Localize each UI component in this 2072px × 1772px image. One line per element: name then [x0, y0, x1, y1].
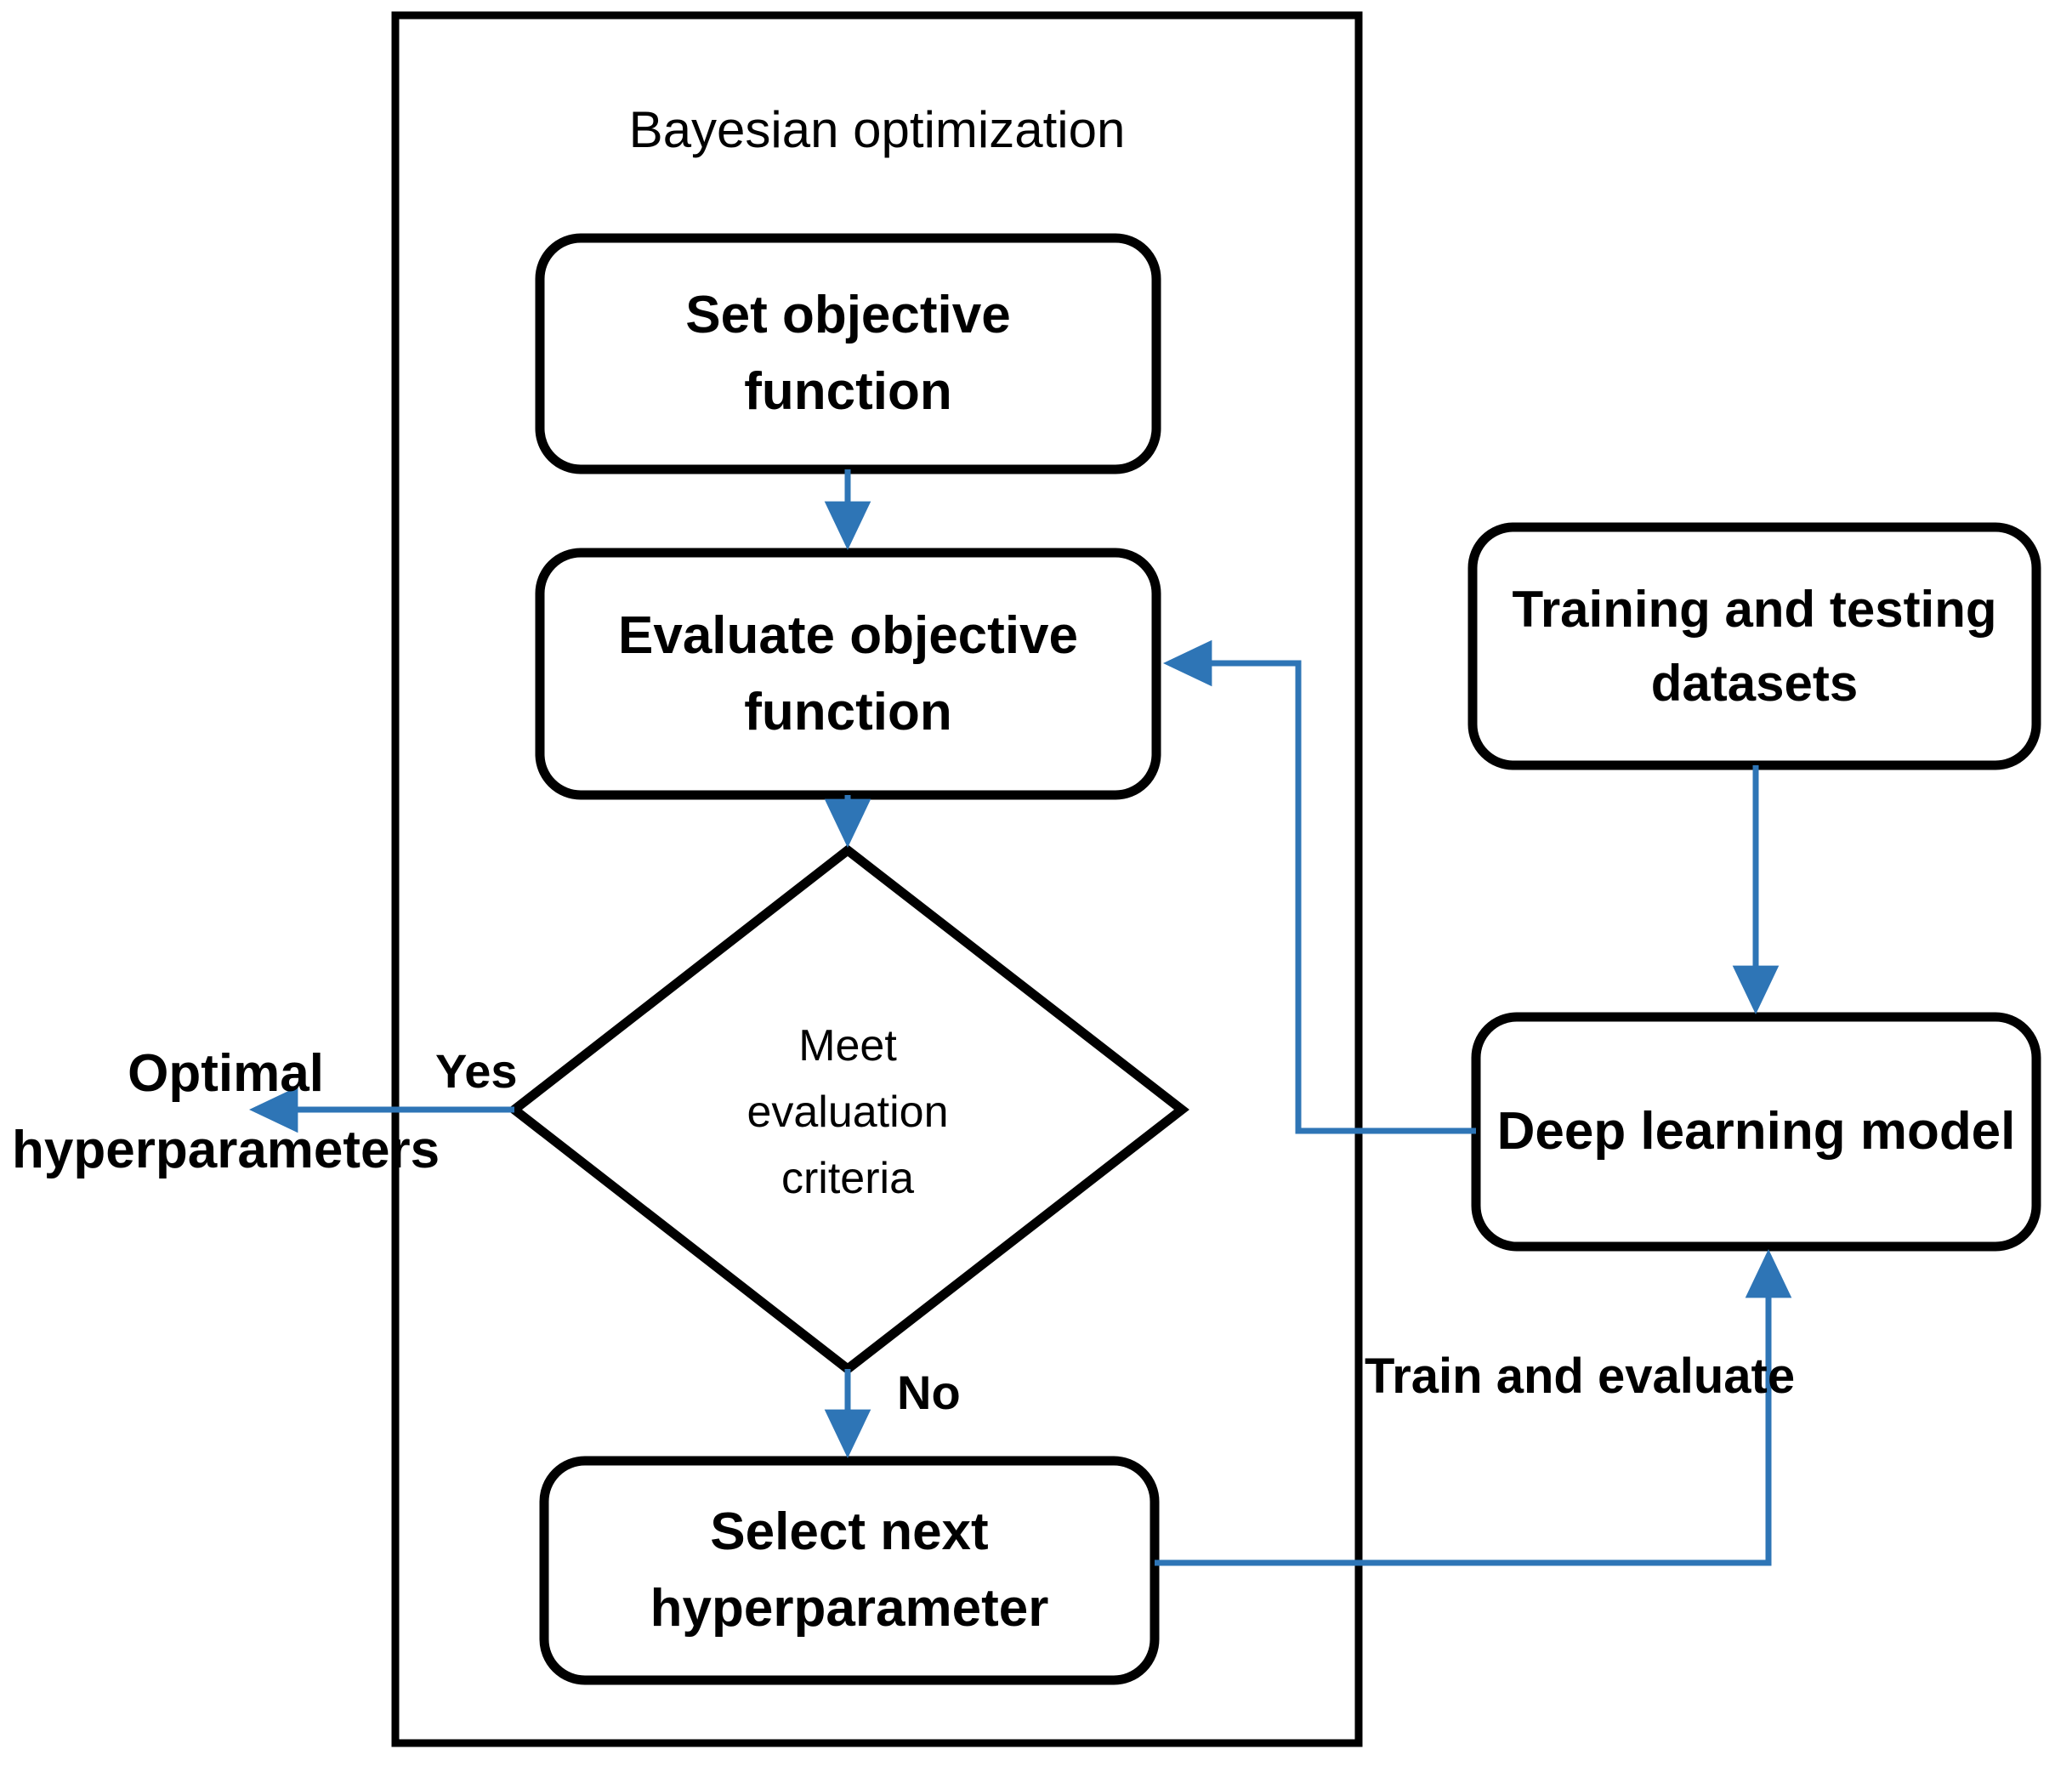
node-select-next-hyperparameter[interactable] — [539, 1456, 1160, 1685]
edge-label-train-and-evaluate: Train and evaluate — [1365, 1349, 1796, 1404]
edge-label-yes: Yes — [435, 1044, 518, 1098]
edge-label-no: No — [897, 1366, 961, 1419]
edge-select-next-to-model — [1155, 1248, 1792, 1566]
group-title-bayesian-optimization: Bayesian optimization — [628, 101, 1126, 158]
node-deep-learning-model[interactable] — [1471, 1012, 2041, 1252]
node-set-objective-function[interactable] — [535, 233, 1161, 474]
node-evaluate-objective-function[interactable] — [535, 548, 1161, 800]
edge-model-to-evaluate-feedback — [1162, 639, 1476, 1134]
node-label-meet-evaluation-criteria: Meet evaluation criteria — [746, 1020, 949, 1203]
node-training-and-testing-datasets[interactable] — [1467, 522, 2041, 770]
